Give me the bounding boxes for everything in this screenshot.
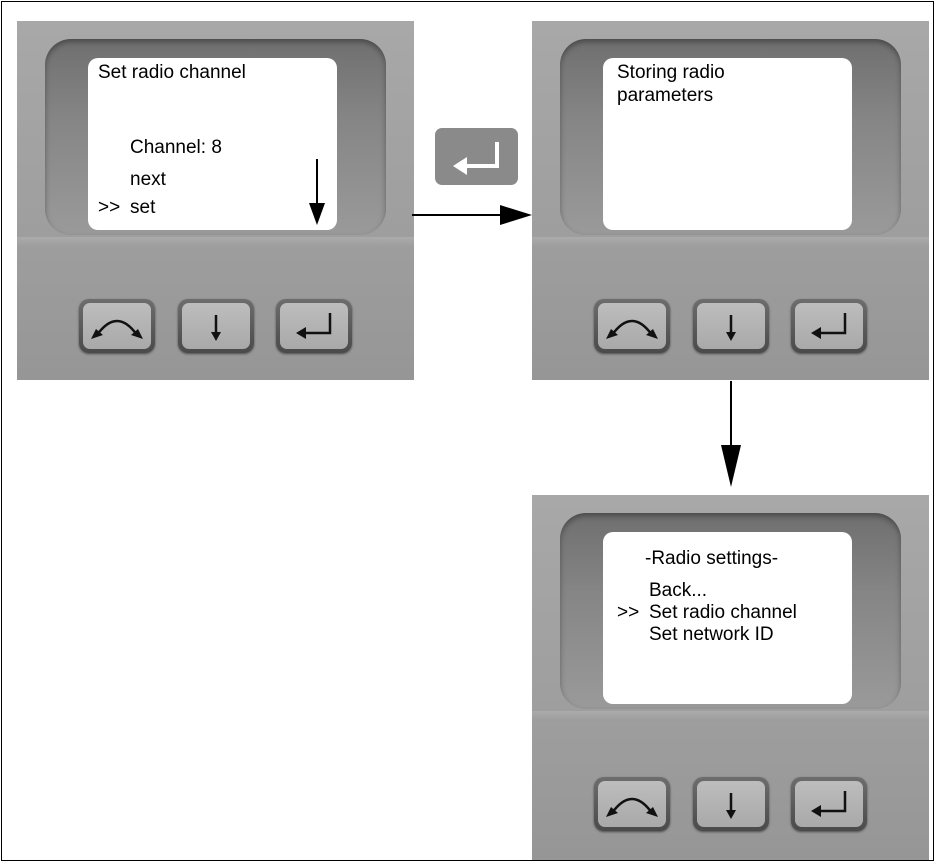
rotate-arc-icon [91,319,143,339]
lcd-screen: Set radio channel Channel: 8 next >> set [88,58,337,230]
enter-return-icon [811,791,847,817]
rotate-arc-icon [606,319,658,339]
enter-button[interactable] [791,777,867,831]
arrow-down-icon [726,315,736,341]
option-next: next [130,169,166,190]
cycle-button[interactable] [594,777,670,831]
option-set: set [130,197,156,218]
lcd-screen: Storing radio parameters [603,58,852,230]
cursor-marker: >> [98,197,121,218]
status-line-2: parameters [617,85,714,106]
menu-item-set-network-id: Set network ID [649,624,774,645]
menu-item-set-radio-channel: Set radio channel [649,602,797,623]
screen-title: Set radio channel [98,62,246,83]
status-line-1: Storing radio [617,62,725,83]
arrow-down-icon [726,793,736,819]
lcd-screen: -Radio settings- Back... >> Set radio ch… [603,532,852,704]
cycle-button[interactable] [79,299,155,353]
device-panel-set-channel: Set radio channel Channel: 8 next >> set [17,21,414,380]
rotate-arc-icon [606,797,658,817]
enter-return-icon [811,313,847,339]
menu-item-back: Back... [649,580,708,601]
arrow-down-icon [721,381,741,487]
enter-return-icon [296,313,332,339]
enter-key-indicator [435,128,518,185]
device-panel-radio-settings: -Radio settings- Back... >> Set radio ch… [532,495,929,860]
enter-button[interactable] [276,299,352,353]
arrow-down-icon [211,315,221,341]
enter-button[interactable] [791,299,867,353]
channel-value: Channel: 8 [130,137,222,158]
device-panel-storing: Storing radio parameters [532,21,929,380]
menu-title: -Radio settings- [645,548,779,569]
cycle-button[interactable] [594,299,670,353]
arrow-down-icon [309,159,325,225]
arrow-right-icon [412,205,532,225]
down-button[interactable] [693,299,769,353]
cursor-marker: >> [617,602,640,623]
down-button[interactable] [693,777,769,831]
enter-return-icon [453,142,499,175]
down-button[interactable] [178,299,254,353]
